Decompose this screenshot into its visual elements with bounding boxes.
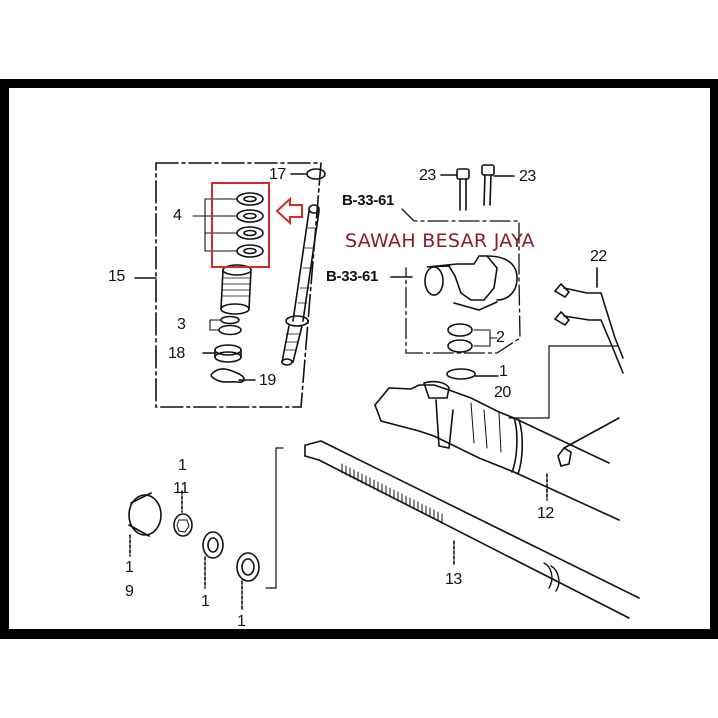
callout-17: 17 — [269, 166, 286, 183]
callout-1-oring: 1 — [499, 363, 508, 380]
parts-drawing — [128, 162, 640, 619]
callout-9: 9 — [125, 583, 134, 600]
callout-23-right: 23 — [519, 168, 536, 185]
callout-20: 20 — [494, 384, 511, 401]
callout-22: 22 — [590, 248, 607, 265]
callout-23-left: 23 — [419, 167, 436, 184]
callout-12: 12 — [537, 505, 554, 522]
image-frame: 17 4 15 3 18 19 23 23 B-33-61 B-33-61 SA… — [0, 79, 718, 639]
callout-1-nut-top: 1 — [178, 457, 187, 474]
callout-1-seal: 1 — [201, 593, 210, 610]
callout-2: 2 — [496, 329, 505, 346]
callout-11: 11 — [173, 480, 189, 497]
pinion-assembly-outline — [155, 162, 322, 408]
ref-b-33-61-mid: B-33-61 — [326, 268, 379, 285]
watermark-text: SAWAH BESAR JAYA — [345, 230, 535, 252]
callout-3: 3 — [177, 316, 186, 333]
callout-1-band: 1 — [125, 559, 134, 576]
highlight-overlay — [211, 182, 303, 268]
callout-13: 13 — [445, 571, 462, 588]
ref-b-33-61-top: B-33-61 — [342, 192, 395, 209]
callout-18: 18 — [168, 345, 185, 362]
callout-19: 19 — [259, 372, 276, 389]
callout-1-seal-2: 1 — [237, 613, 246, 630]
diagram-canvas: 17 4 15 3 18 19 23 23 B-33-61 B-33-61 SA… — [9, 88, 710, 629]
callout-15: 15 — [108, 268, 125, 285]
callout-4: 4 — [173, 207, 182, 224]
